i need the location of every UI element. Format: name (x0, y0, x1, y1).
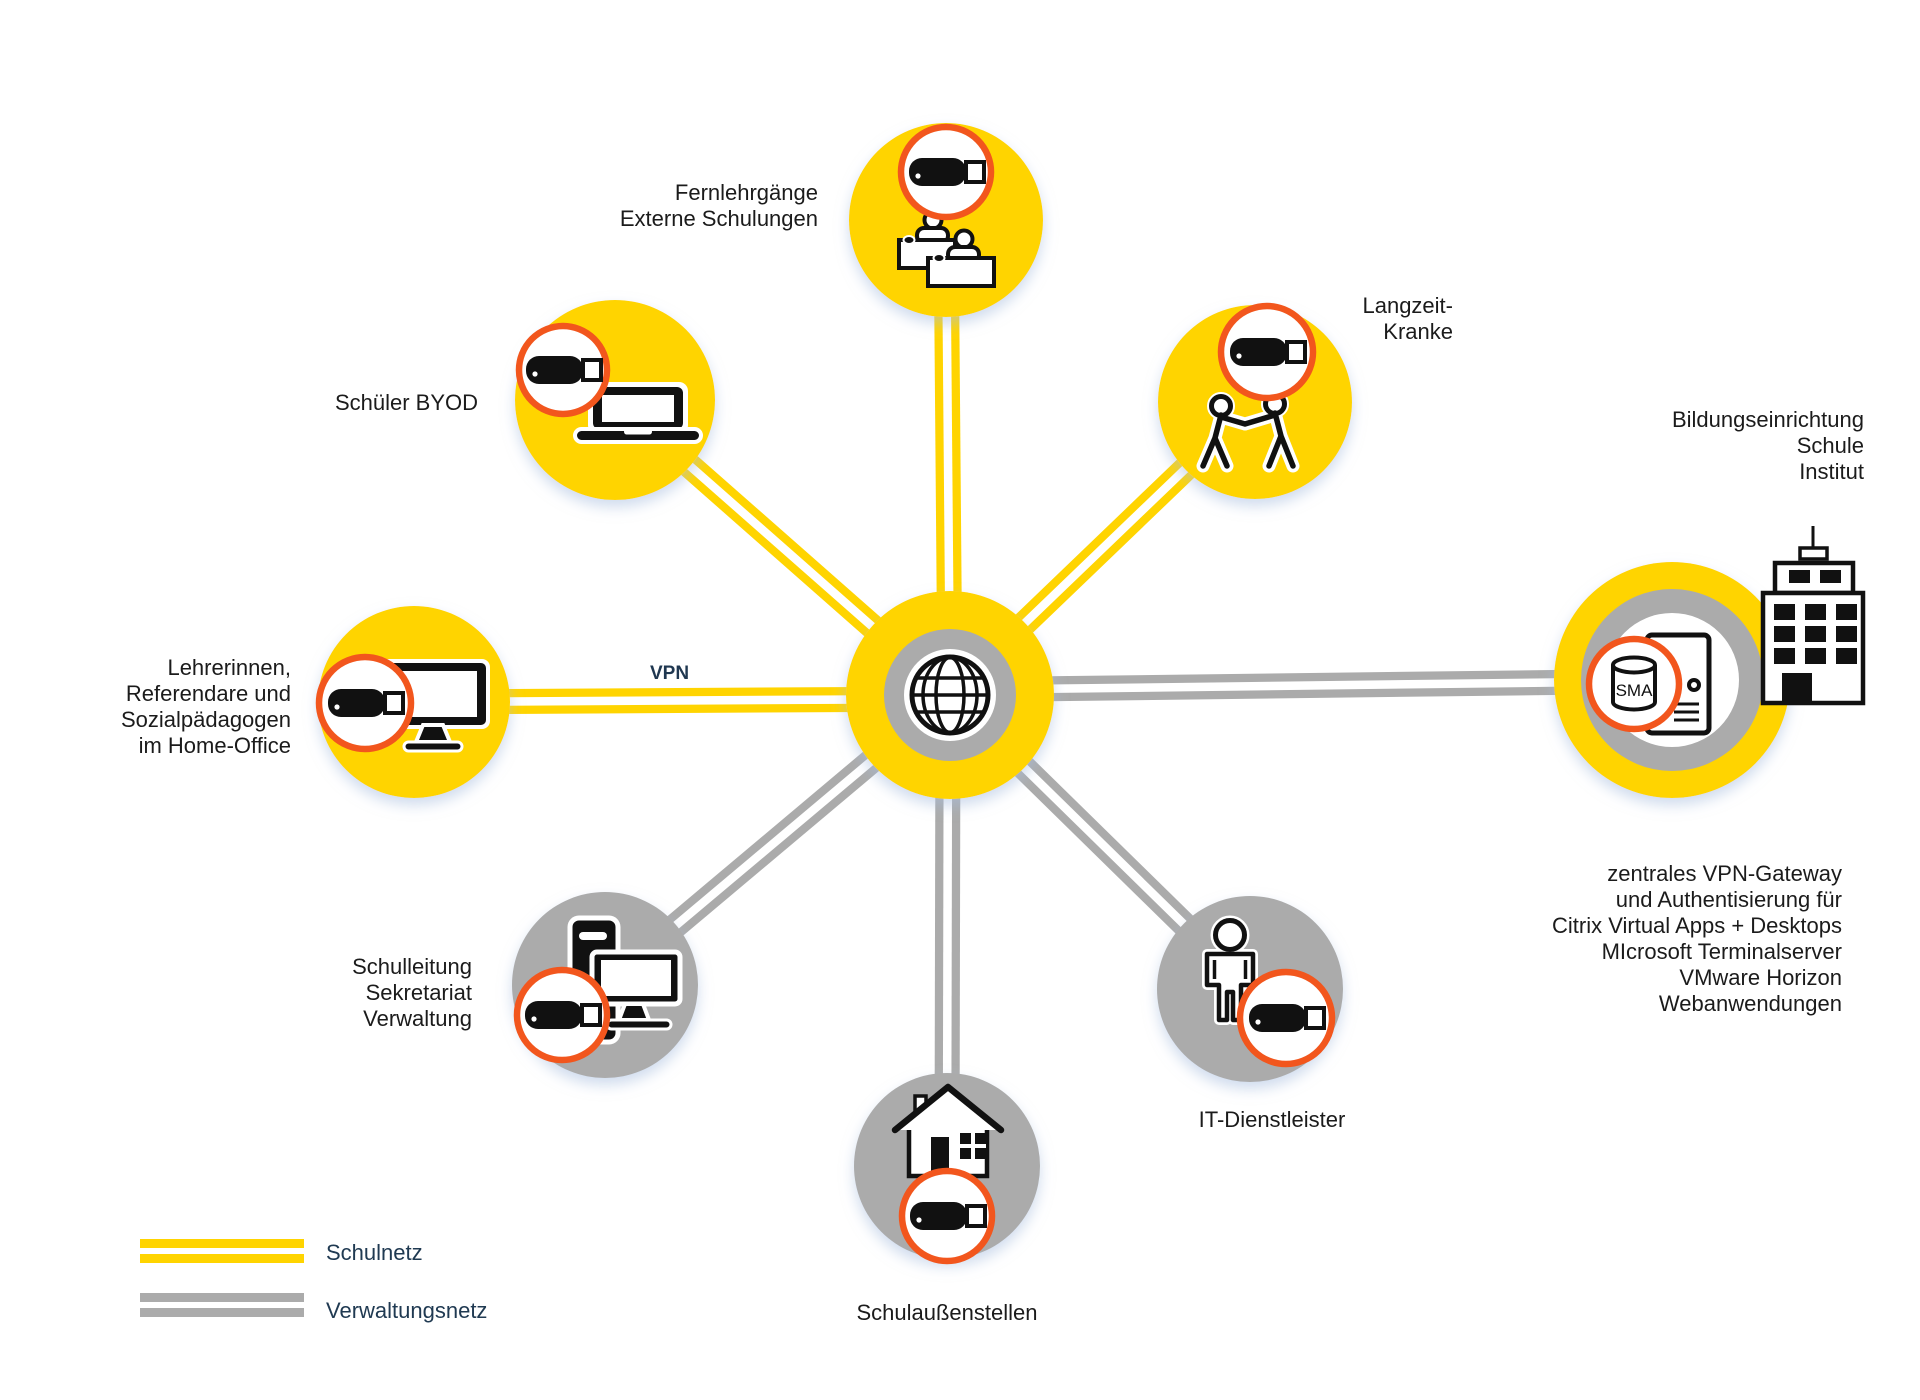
usb-token-badge (513, 966, 611, 1064)
label-fernlehrgaenge: Fernlehrgänge Externe Schulungen (619, 180, 818, 231)
usb-stick-icon (1228, 336, 1307, 368)
node-schulaussenstellen (854, 1073, 1040, 1265)
verwaltungsnetz-line-sample (140, 1293, 304, 1302)
usb-stick-icon (907, 156, 986, 188)
label-lehrerinnen: Lehrerinnen, Referendare und Sozialpädag… (120, 655, 291, 758)
label-bildungseinrichtung: Bildungseinrichtung Schule Institut (1671, 407, 1864, 484)
verwaltungsnetz-line-sample (140, 1308, 304, 1317)
label-schueler-byod: Schüler BYOD (334, 390, 478, 415)
legend-label-verwaltungsnetz: Verwaltungsnetz (326, 1298, 488, 1323)
usb-stick-icon (1247, 1002, 1326, 1034)
house-icon (891, 1083, 1005, 1179)
laptop-icon (573, 382, 703, 444)
label-it-dienstleister: IT-Dienstleister (1198, 1107, 1346, 1132)
node-langzeit-kranke (1158, 302, 1352, 499)
node-lehrerinnen (315, 606, 510, 798)
usb-token-badge (1236, 968, 1336, 1068)
usb-token-badge (1217, 302, 1317, 402)
connection-bildungseinrichtung (949, 668, 1673, 703)
usb-token-badge (315, 653, 415, 753)
node-fernlehrgaenge (849, 123, 1043, 317)
schulnetz-line-sample (140, 1254, 304, 1263)
label-langzeit-kranke: Langzeit- Kranke (1362, 293, 1453, 344)
globe-icon (909, 654, 991, 736)
database-cylinder-icon: SMA (1611, 655, 1657, 712)
usb-stick-icon (523, 999, 602, 1031)
node-schueler-byod (515, 300, 715, 500)
legend-swatch-schulnetz (140, 1239, 304, 1263)
node-bildungseinrichtung: SMA (1554, 562, 1790, 798)
node-it-dienstleister (1157, 896, 1343, 1082)
node-schulleitung (512, 892, 698, 1078)
usb-token-badge (515, 322, 611, 418)
usb-stick-icon (326, 687, 405, 719)
label-gateway-note: zentrales VPN-Gateway und Authentisierun… (1552, 861, 1842, 1016)
legend-swatch-verwaltungsnetz (140, 1293, 304, 1317)
usb-token-badge (897, 123, 995, 221)
building-icon (1760, 526, 1866, 706)
legend-label-schulnetz: Schulnetz (326, 1240, 423, 1265)
hub-internet (846, 591, 1054, 799)
sma-label: SMA (1616, 681, 1654, 700)
usb-token-badge (898, 1167, 996, 1265)
usb-stick-icon (908, 1200, 987, 1232)
label-schulleitung: Schulleitung Sekretariat Verwaltung (352, 954, 472, 1031)
label-schulaussenstellen: Schulaußenstellen (856, 1300, 1038, 1325)
label-vpn: VPN (650, 663, 690, 684)
schulnetz-line-sample (140, 1239, 304, 1248)
usb-stick-icon (524, 354, 603, 386)
sma-badge: SMA (1585, 635, 1683, 733)
